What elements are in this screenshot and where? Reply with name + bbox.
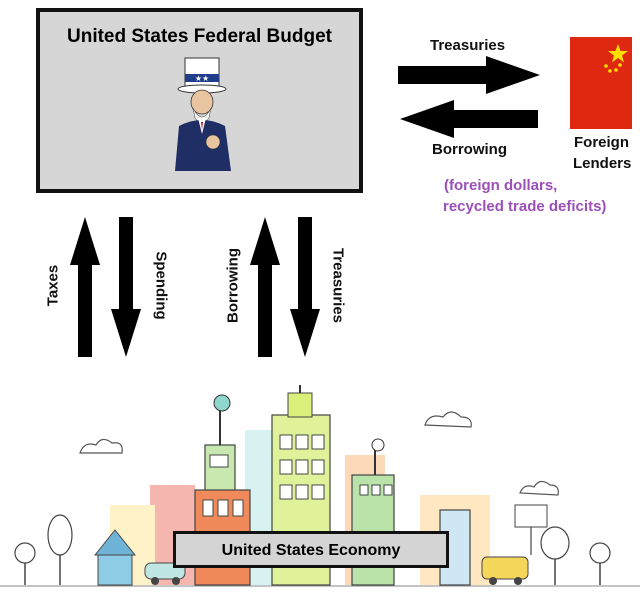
uncle-sam-illustration: ★★	[175, 57, 231, 171]
economy-box: United States Economy	[173, 531, 449, 568]
spending-down-arrow	[111, 217, 141, 357]
spending-label: Spending	[152, 251, 170, 320]
foreign-note-line1: (foreign dollars,	[444, 177, 558, 194]
borrowing-foreign-label: Borrowing	[432, 141, 507, 158]
treasuries-label: Treasuries	[329, 247, 347, 324]
foreign-lenders-label-line1: Foreign	[574, 134, 629, 151]
treasuries-down-arrow	[290, 217, 320, 357]
taxes-label: Taxes	[44, 264, 62, 307]
economy-label: United States Economy	[221, 542, 401, 559]
taxes-up-arrow	[70, 217, 100, 357]
borrowing-up-arrow	[250, 217, 280, 357]
treasuries-to-foreign-arrow	[398, 56, 540, 94]
federal-budget-box: United States Federal Budget ★★	[36, 8, 363, 193]
treasuries-foreign-label: Treasuries	[430, 37, 506, 54]
foreign-lenders-label-line2: Lenders	[573, 155, 632, 172]
foreign-note-line2: recycled trade deficits)	[443, 198, 607, 215]
svg-text:★★: ★★	[195, 74, 209, 83]
borrowing-from-foreign-arrow	[400, 100, 538, 138]
china-flag-icon	[570, 37, 632, 129]
borrowing-label: Borrowing	[224, 248, 242, 323]
budget-title: United States Federal Budget	[67, 26, 332, 47]
